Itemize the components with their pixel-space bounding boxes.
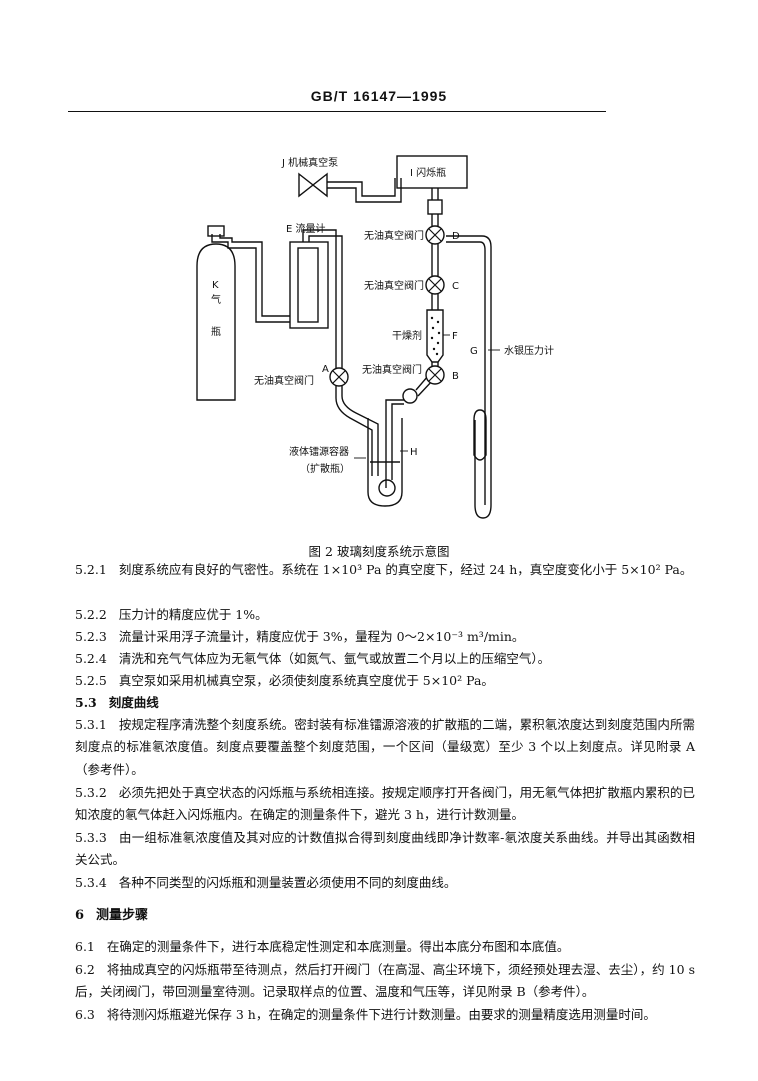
label-valve-c-name: 无油真空阀门: [364, 279, 424, 292]
label-dryer-letter: F: [452, 331, 458, 342]
flowmeter: [289, 241, 329, 329]
label-pump: J 机械真空泵: [281, 156, 338, 169]
gas-cylinder: [196, 243, 236, 401]
label-cylinder-k: K: [212, 280, 219, 291]
label-valve-d-name: 无油真空阀门: [364, 229, 424, 242]
gauge-tube: [446, 235, 492, 519]
glass-calibration-diagram: J 机械真空泵 I 闪烁瓶 E 流量计 K 气 瓶 无油真空阀门 D 无油真空阀…: [196, 155, 554, 519]
diffusion-bottle: [367, 418, 403, 507]
label-valve-a-name: 无油真空阀门: [254, 374, 314, 387]
label-source-letter: H: [410, 447, 418, 458]
label-valve-b-name: 无油真空阀门: [362, 363, 422, 376]
label-flask: I 闪烁瓶: [410, 166, 446, 179]
header-rule: [68, 111, 606, 112]
label-gauge: 水银压力计: [504, 344, 554, 357]
desiccant-granules: [430, 316, 441, 356]
pump-tube: [323, 178, 396, 197]
label-gauge-letter: G: [470, 346, 478, 357]
label-dryer: 干燥剂: [392, 329, 422, 342]
label-flowmeter: E 流量计: [286, 222, 326, 235]
mercury-reservoir: [473, 409, 487, 461]
label-valve-b: B: [452, 371, 459, 382]
label-valve-c: C: [452, 281, 459, 292]
label-diffusion-bottle: （扩散瓶）: [300, 462, 350, 475]
page-header: GB/T 16147—1995: [310, 88, 448, 104]
figure-caption: 图 2 玻璃刻度系统示意图: [308, 544, 450, 559]
dryer-tube: [426, 309, 444, 363]
label-valve-a: A: [322, 364, 329, 375]
label-cylinder-qi: 气: [211, 293, 221, 306]
label-cylinder-ping: 瓶: [211, 325, 221, 338]
vacuum-pump: [298, 172, 328, 198]
label-source-container: 液体镭源容器: [289, 445, 349, 458]
label-valve-d: D: [452, 231, 460, 242]
